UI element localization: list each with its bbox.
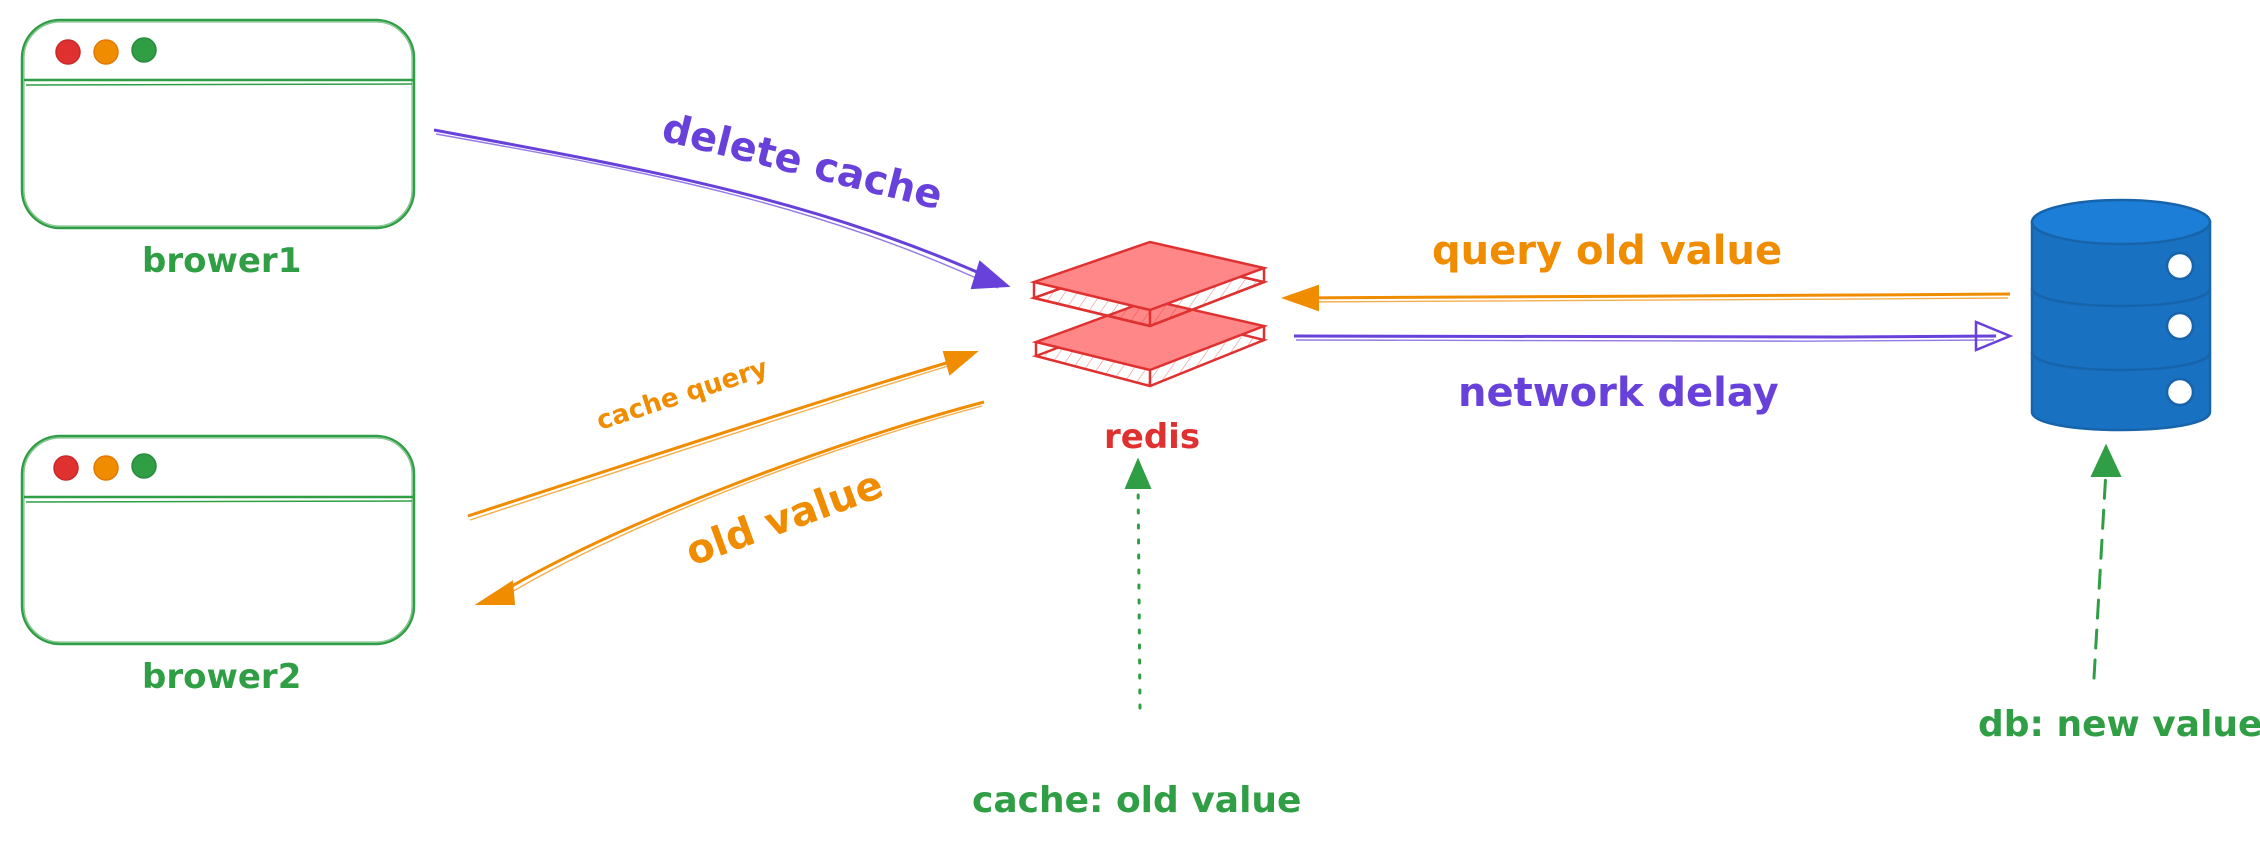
browser-1-window <box>20 18 416 230</box>
delete-cache-arrow <box>433 128 1011 290</box>
delete-cache-label: delete cache <box>658 105 947 219</box>
db-state-pointer <box>2090 443 2122 680</box>
cache-state-label: cache: old value <box>972 780 1301 821</box>
old-value-arrow <box>474 400 985 605</box>
database-cylinder-icon <box>2030 198 2212 432</box>
maximize-dot-icon <box>131 453 157 479</box>
close-dot-icon <box>53 455 79 481</box>
maximize-dot-icon <box>131 37 157 63</box>
browser-2-window <box>20 434 416 646</box>
db-state-label: db: new value <box>1978 704 2260 745</box>
network-delay-arrow <box>1293 320 2014 352</box>
cache-query-arrow <box>467 351 979 521</box>
query-old-value-arrow <box>1280 284 2011 312</box>
close-dot-icon <box>55 39 81 65</box>
cache-query-label: cache query <box>593 353 772 437</box>
redis-label: redis <box>1104 417 1200 457</box>
old-value-label: old value <box>680 462 889 576</box>
redis-stack-icon <box>1029 240 1269 388</box>
browser-1-label: brower1 <box>142 241 301 281</box>
network-delay-label: network delay <box>1458 370 1779 416</box>
browser-2-label: brower2 <box>142 657 301 697</box>
query-old-value-label: query old value <box>1432 228 1782 274</box>
minimize-dot-icon <box>93 39 119 65</box>
cache-state-pointer <box>1124 457 1152 710</box>
minimize-dot-icon <box>93 455 119 481</box>
